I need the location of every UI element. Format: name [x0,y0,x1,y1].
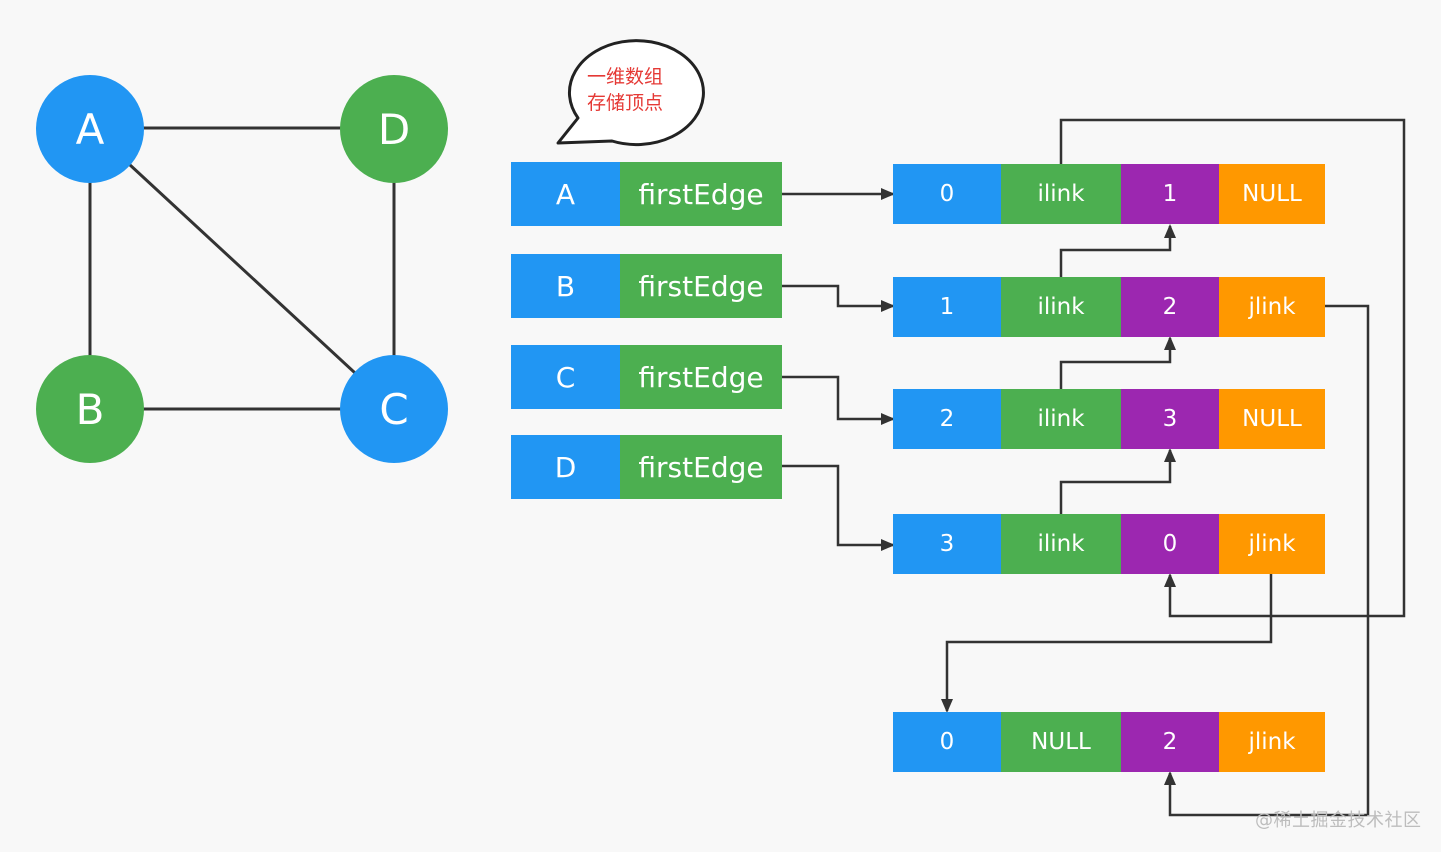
jvex-cell: 0 [1121,514,1219,574]
edge-a-c [88,126,396,411]
ivex-cell: 3 [893,514,1001,574]
ilink-cell: ilink [1001,277,1121,337]
vertex-cell: B [511,254,620,318]
ilink-edge3-to-edge2 [1059,448,1176,514]
jvex-cell: 2 [1121,277,1219,337]
pointer-b-to-edge1 [782,284,895,312]
first-edge-cell: firstEdge [620,435,782,499]
jvex-cell: 2 [1121,712,1219,772]
ilink-edge1-to-edge0 [1059,224,1176,277]
speech-bubble [556,39,705,147]
graph-node-d: D [340,75,448,183]
ilink-cell: ilink [1001,514,1121,574]
ivex-cell: 0 [893,164,1001,224]
jlink-edge3-to-edge4 [941,574,1273,713]
graph-node-b: B [36,355,144,463]
ilink-edge0-to-edge3 [1059,118,1406,618]
vertex-cell: D [511,435,620,499]
ivex-cell: 2 [893,389,1001,449]
graph-node-a: A [36,75,144,183]
ilink-cell: ilink [1001,164,1121,224]
bubble-line-1: 一维数组 [586,66,663,88]
bubble-caption: 一维数组 存储顶点 [557,64,693,116]
ilink-cell: ilink [1001,389,1121,449]
pointer-c-to-edge2 [782,375,895,425]
jlink-cell: NULL [1219,389,1325,449]
jlink-edge1-to-edge4 [1164,304,1370,817]
jlink-cell: jlink [1219,514,1325,574]
ilink-cell: NULL [1001,712,1121,772]
vertex-cell: C [511,345,620,409]
first-edge-cell: firstEdge [620,162,782,226]
jlink-cell: jlink [1219,277,1325,337]
bubble-line-2: 存储顶点 [586,92,663,114]
ivex-cell: 0 [893,712,1001,772]
watermark: @稀土掘金技术社区 [1255,810,1422,831]
jvex-cell: 3 [1121,389,1219,449]
ilink-edge2-to-edge1 [1059,336,1176,389]
graph-edges [88,126,396,411]
first-edge-cell: firstEdge [620,345,782,409]
pointer-d-to-edge3 [782,464,895,551]
jvex-cell: 1 [1121,164,1219,224]
ivex-cell: 1 [893,277,1001,337]
jlink-cell: NULL [1219,164,1325,224]
vertex-cell: A [511,162,620,226]
graph-node-c: C [340,355,448,463]
jlink-cell: jlink [1219,712,1325,772]
first-edge-cell: firstEdge [620,254,782,318]
